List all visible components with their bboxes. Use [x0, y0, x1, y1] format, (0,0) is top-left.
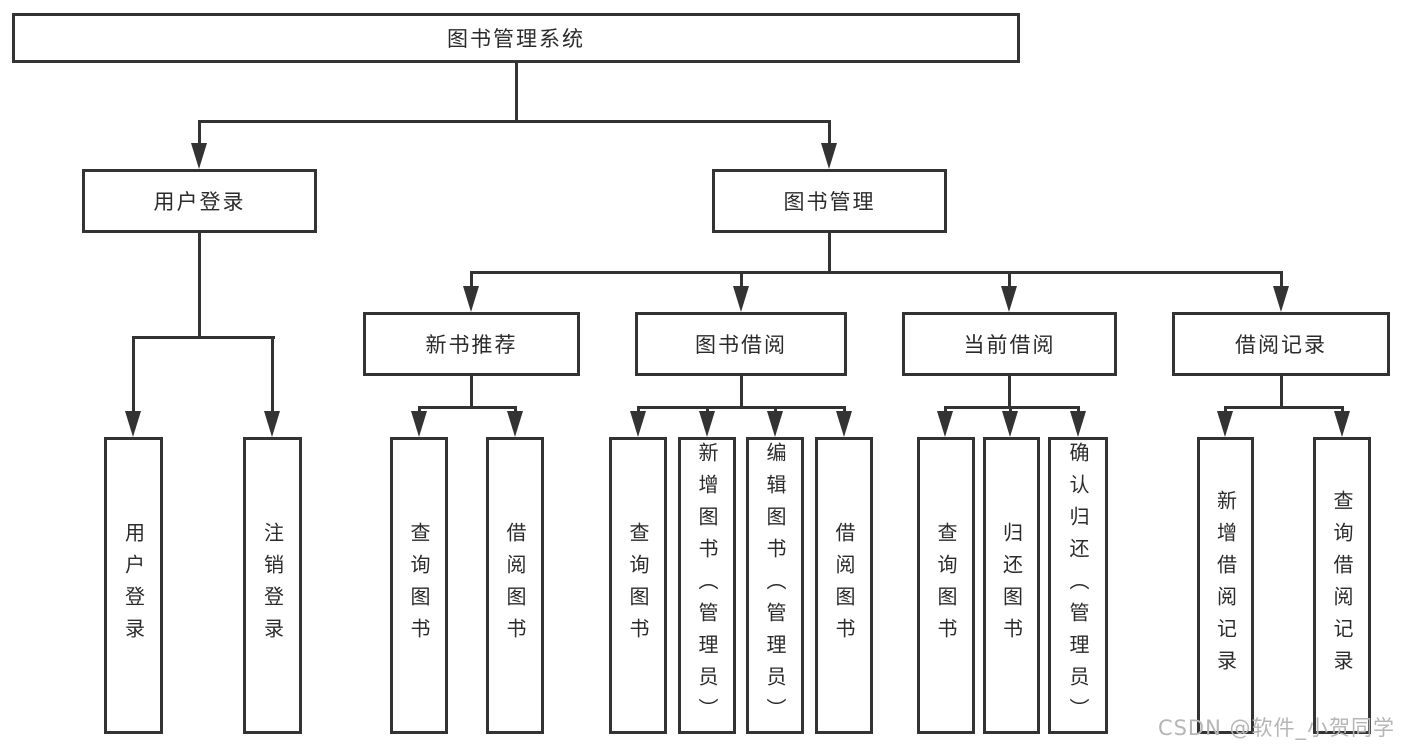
leaf-add-book-admin-label: 新增图书（管理员）: [695, 441, 719, 730]
arrow-down-icon: [1273, 286, 1289, 312]
connector-line: [943, 405, 1080, 409]
leaf-borrow-books-2-label: 借阅图书: [832, 521, 856, 650]
connector-line: [1007, 376, 1011, 407]
csdn-watermark: CSDN @软件_小贺同学: [1157, 716, 1395, 740]
leaf-query-books-3: 查询图书: [917, 437, 975, 734]
leaf-query-books-2: 查询图书: [609, 437, 667, 734]
arrow-down-icon: [733, 286, 749, 312]
connector-arrow-shaft: [1279, 272, 1283, 290]
arrow-down-icon: [1070, 411, 1086, 437]
node-book-borrow-label: 图书借阅: [695, 333, 787, 357]
arrow-down-icon: [264, 411, 280, 437]
leaf-logout-label: 注销登录: [260, 521, 285, 650]
connector-arrow-shaft: [270, 337, 274, 415]
node-new-book-recommend: 新书推荐: [363, 312, 580, 376]
arrow-down-icon: [821, 143, 837, 169]
leaf-edit-book-admin: 编辑图书（管理员）: [746, 437, 804, 734]
arrow-down-icon: [191, 143, 207, 169]
leaf-return-books-label: 归还图书: [999, 521, 1024, 650]
leaf-add-book-admin: 新增图书（管理员）: [678, 437, 736, 734]
node-borrow-records-label: 借阅记录: [1235, 333, 1327, 357]
connector-arrow-shaft: [469, 272, 473, 290]
arrow-down-icon: [1002, 411, 1018, 437]
node-user-login: 用户登录: [82, 169, 317, 233]
connector-line: [636, 405, 846, 409]
connector-line: [197, 119, 831, 123]
node-book-management-label: 图书管理: [783, 190, 876, 214]
connector-arrow-shaft: [1007, 272, 1011, 290]
leaf-edit-book-admin-label: 编辑图书（管理员）: [763, 441, 787, 730]
connector-arrow-shaft: [131, 337, 135, 415]
node-current-borrow-label: 当前借阅: [963, 333, 1056, 357]
connector-line: [1223, 405, 1344, 409]
leaf-query-books: 查询图书: [390, 437, 448, 734]
node-library-management-system-label: 图书管理系统: [447, 27, 585, 51]
arrow-down-icon: [507, 411, 523, 437]
leaf-confirm-return-admin: 确认归还（管理员）: [1048, 437, 1108, 734]
node-library-management-system: 图书管理系统: [12, 13, 1020, 63]
connector-arrow-shaft: [827, 121, 831, 147]
connector-line: [514, 63, 518, 121]
node-book-borrow: 图书借阅: [635, 312, 847, 376]
arrow-down-icon: [630, 411, 646, 437]
arrow-down-icon: [1217, 411, 1233, 437]
connector-arrow-shaft: [739, 272, 743, 290]
leaf-query-borrow-record: 查询借阅记录: [1313, 437, 1371, 734]
node-current-borrow: 当前借阅: [902, 312, 1117, 376]
connector-line: [417, 405, 517, 409]
node-new-book-recommend-label: 新书推荐: [425, 333, 518, 357]
leaf-borrow-books: 借阅图书: [486, 437, 544, 734]
node-book-management: 图书管理: [712, 169, 947, 233]
leaf-query-books-label: 查询图书: [407, 521, 431, 650]
connector-line: [827, 233, 831, 272]
arrow-down-icon: [699, 411, 715, 437]
arrow-down-icon: [411, 411, 427, 437]
leaf-add-borrow-record: 新增借阅记录: [1197, 437, 1254, 734]
leaf-borrow-books-label: 借阅图书: [503, 521, 527, 650]
connector-line: [197, 233, 201, 337]
arrow-down-icon: [125, 411, 141, 437]
leaf-logout: 注销登录: [243, 437, 302, 734]
leaf-return-books: 归还图书: [983, 437, 1040, 734]
arrow-down-icon: [1001, 286, 1017, 312]
leaf-confirm-return-admin-label: 确认归还（管理员）: [1066, 441, 1090, 730]
node-borrow-records: 借阅记录: [1172, 312, 1390, 376]
leaf-user-login: 用户登录: [104, 437, 163, 734]
connector-line: [739, 376, 743, 407]
leaf-add-borrow-record-label: 新增借阅记录: [1213, 489, 1238, 682]
leaf-borrow-books-2: 借阅图书: [815, 437, 873, 734]
leaf-query-books-2-label: 查询图书: [626, 521, 650, 650]
arrow-down-icon: [1334, 411, 1350, 437]
connector-line: [469, 270, 1283, 274]
connector-line: [131, 335, 275, 339]
arrow-down-icon: [767, 411, 783, 437]
connector-line: [469, 376, 473, 407]
arrow-down-icon: [463, 286, 479, 312]
leaf-query-books-3-label: 查询图书: [934, 521, 958, 650]
arrow-down-icon: [836, 411, 852, 437]
connector-line: [1279, 376, 1283, 407]
connector-arrow-shaft: [197, 121, 201, 147]
arrow-down-icon: [937, 411, 953, 437]
leaf-query-borrow-record-label: 查询借阅记录: [1330, 489, 1354, 682]
leaf-user-login-label: 用户登录: [121, 521, 146, 650]
node-user-login-label: 用户登录: [153, 190, 246, 214]
